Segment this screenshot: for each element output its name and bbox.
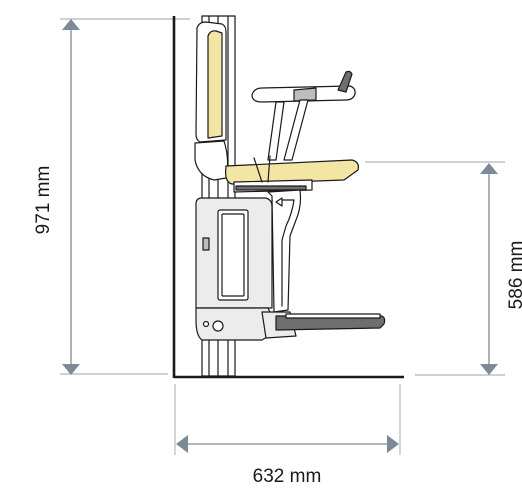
seat-height-label: 586 mm	[506, 241, 522, 310]
column-inner	[279, 199, 295, 307]
footrest-edge	[285, 313, 381, 319]
carriage-panel	[217, 209, 249, 301]
height-label: 971 mm	[33, 166, 54, 235]
backrest-cushion	[207, 30, 223, 139]
height-arrow-top-icon	[62, 19, 80, 30]
seat	[225, 155, 359, 193]
column-body	[267, 189, 302, 313]
height-dimension: 971 mm	[33, 18, 190, 375]
carriage-button-a-icon	[202, 320, 210, 328]
seat-arrow-top-icon	[480, 163, 498, 174]
seat-bracket	[253, 155, 271, 183]
backrest-lower	[194, 140, 229, 181]
carriage	[195, 197, 274, 341]
footrest-plate	[275, 315, 386, 331]
depth-dimension: 632 mm	[174, 384, 401, 487]
depth-label: 632 mm	[253, 466, 322, 487]
carriage-panel-inner	[221, 213, 245, 297]
height-arrow-bottom-icon	[62, 364, 80, 375]
seat-arrow-bottom-icon	[480, 364, 498, 375]
armrest-strut	[283, 99, 309, 161]
backrest	[194, 21, 229, 181]
depth-arrow-right-icon	[387, 435, 399, 453]
armrest-post	[267, 101, 285, 161]
armrest-hinge	[293, 87, 317, 102]
depth-arrow-left-icon	[176, 435, 188, 453]
wall-and-floor	[172, 16, 404, 379]
armrest	[251, 70, 356, 161]
carriage-switch-icon	[202, 237, 210, 251]
footrest	[261, 311, 386, 339]
seat-height-dimension: 586 mm	[365, 161, 522, 376]
seat-cushion	[225, 159, 359, 185]
column-triangle-icon	[275, 197, 283, 207]
support-column	[267, 189, 302, 313]
carriage-button-b-icon	[212, 320, 224, 332]
seat-swivel	[235, 185, 307, 191]
armrest-lever	[337, 70, 353, 93]
